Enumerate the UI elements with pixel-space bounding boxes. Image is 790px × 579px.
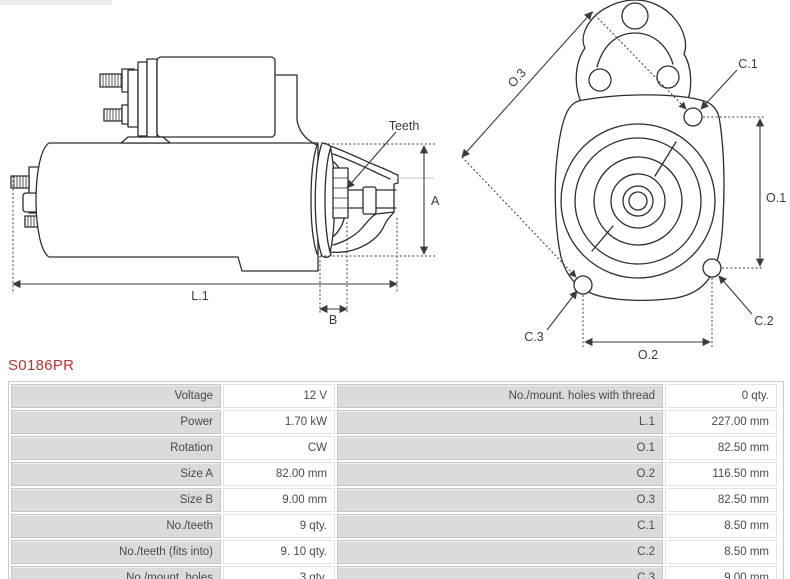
- spec-table: Voltage 12 V No./mount. holes with threa…: [8, 381, 784, 579]
- mount-hole-c2: [702, 258, 722, 278]
- dim-label-o2: O.2: [638, 348, 658, 362]
- spec-value: 8.50 mm: [665, 540, 777, 564]
- table-row: No./mount. holes 3 qty. C.3 9.00 mm: [11, 566, 777, 579]
- spec-label: C.2: [337, 540, 663, 564]
- spec-value: 227.00 mm: [665, 410, 777, 434]
- spec-value: 12 V: [223, 384, 335, 408]
- spec-value: 9. 10 qty.: [223, 540, 335, 564]
- spec-value: 82.00 mm: [223, 462, 335, 486]
- dim-label-l1: L.1: [191, 289, 208, 303]
- spec-value: 9 qty.: [223, 514, 335, 538]
- table-row: Size A 82.00 mm O.2 116.50 mm: [11, 462, 777, 486]
- table-row: Voltage 12 V No./mount. holes with threa…: [11, 384, 777, 408]
- spec-value: 1.70 kW: [223, 410, 335, 434]
- dim-label-c2: C.2: [754, 314, 774, 328]
- spec-label: C.3: [337, 566, 663, 579]
- spec-value: 116.50 mm: [665, 462, 777, 486]
- spec-value: 8.50 mm: [665, 514, 777, 538]
- bracket-hole-right: [656, 65, 680, 89]
- table-row: Power 1.70 kW L.1 227.00 mm: [11, 410, 777, 434]
- part-number: S0186PR: [8, 357, 75, 374]
- mount-hole-c1: [683, 107, 703, 127]
- dim-label-o1: O.1: [766, 191, 786, 205]
- spec-value: 3 qty.: [223, 566, 335, 579]
- starter-motor-technical-drawing: L.1 B A Teeth: [10, 0, 786, 362]
- spec-value: 9.00 mm: [665, 566, 777, 579]
- spec-label: No./teeth: [11, 514, 221, 538]
- spec-value: 9.00 mm: [223, 488, 335, 512]
- mount-hole-c3: [573, 275, 593, 295]
- side-view-drawing: L.1 B A Teeth: [10, 56, 440, 327]
- spec-label: O.1: [337, 436, 663, 460]
- front-view-drawing: O.3 C.1 O.1 C.2 C.3 O.2: [461, 0, 786, 362]
- spec-label: O.2: [337, 462, 663, 486]
- teeth-label: Teeth: [389, 119, 420, 133]
- dim-label-c1: C.1: [738, 57, 758, 71]
- spec-value: 0 qty.: [665, 384, 777, 408]
- spec-label: No./teeth (fits into): [11, 540, 221, 564]
- spec-value: CW: [223, 436, 335, 460]
- solenoid: [156, 56, 276, 138]
- mounting-flange-rim: [314, 142, 332, 259]
- spec-label: No./mount. holes with thread: [337, 384, 663, 408]
- thread-hatching: [13, 176, 27, 188]
- pinion-gear: [332, 167, 349, 219]
- cropped-logo-fragment: [0, 0, 112, 5]
- spec-label: Size A: [11, 462, 221, 486]
- spec-value: 82.50 mm: [665, 488, 777, 512]
- spec-label: C.1: [337, 514, 663, 538]
- shaft-hub: [610, 173, 666, 229]
- top-bracket-tab-hole: [621, 2, 649, 30]
- spec-value: 82.50 mm: [665, 436, 777, 460]
- spec-label: Power: [11, 410, 221, 434]
- table-row: Size B 9.00 mm O.3 82.50 mm: [11, 488, 777, 512]
- dim-label-a: A: [431, 194, 440, 208]
- dim-label-b: B: [329, 313, 337, 327]
- table-row: Rotation CW O.1 82.50 mm: [11, 436, 777, 460]
- dim-label-c3: C.3: [524, 330, 544, 344]
- table-row: No./teeth 9 qty. C.1 8.50 mm: [11, 514, 777, 538]
- spec-label: O.3: [337, 488, 663, 512]
- spec-label: Size B: [11, 488, 221, 512]
- table-row: No./teeth (fits into) 9. 10 qty. C.2 8.5…: [11, 540, 777, 564]
- spec-label: Voltage: [11, 384, 221, 408]
- motor-housing: [35, 142, 319, 272]
- spec-label: No./mount. holes: [11, 566, 221, 579]
- bracket-hole-left: [588, 68, 612, 92]
- mounting-flange: [554, 94, 725, 301]
- spec-label: L.1: [337, 410, 663, 434]
- spec-label: Rotation: [11, 436, 221, 460]
